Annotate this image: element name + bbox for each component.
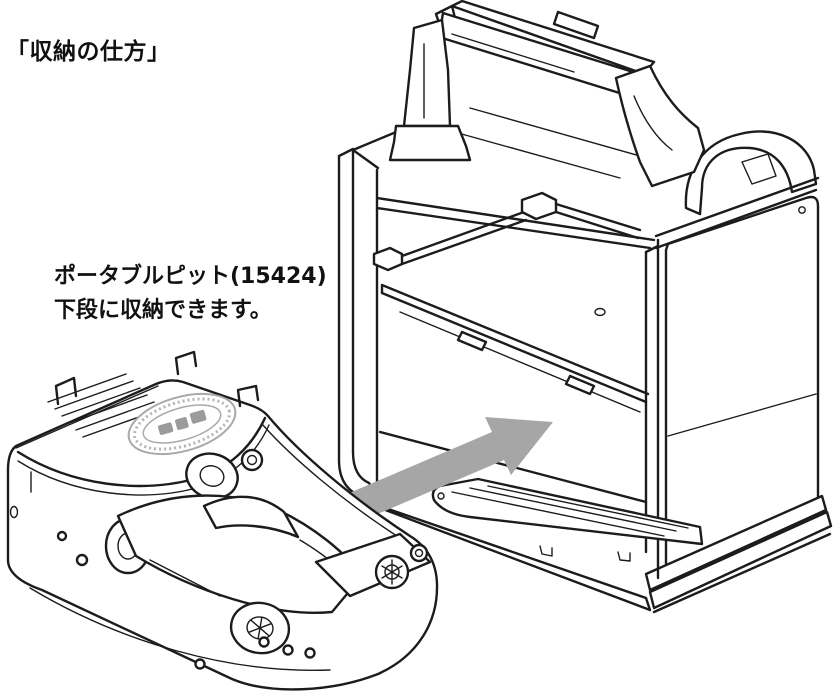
car-wheel-front [229, 601, 291, 655]
roller-disc-large [374, 554, 410, 590]
mini4wd-car [56, 448, 432, 670]
handle-left-leg [402, 18, 452, 128]
screws [56, 530, 316, 670]
car-canopy [202, 495, 300, 539]
handle-right-leg [614, 64, 706, 188]
roller-disc-rear [240, 448, 264, 472]
base-skirt [644, 494, 833, 614]
portable-pit-illustration [6, 350, 439, 691]
carry-handle [388, 0, 706, 188]
case-interior [351, 107, 660, 612]
pit-caption-line2: 下段に収納できます。 [54, 298, 272, 324]
tamiya-stamp [127, 392, 237, 456]
slide-tray [431, 477, 704, 562]
left-wall [337, 147, 381, 501]
lid-clips [54, 350, 260, 408]
car-wheel-rear [185, 452, 239, 500]
pit-caption: ポータブルピット(15424) 下段に収納できます。 [54, 260, 327, 328]
upper-slide-rail [372, 191, 642, 272]
rear-handle [684, 130, 818, 216]
front-bumper [314, 532, 432, 598]
bottom-front-rim [366, 500, 652, 612]
page-title: 「収納の仕方」 [6, 39, 171, 65]
roller-disc-small [409, 543, 429, 563]
storage-case-illustration [337, 0, 833, 614]
pit-caption-line1: ポータブルピット(15424) [54, 264, 327, 289]
insertion-arrow-icon [340, 417, 553, 525]
opening-top-edge [375, 196, 656, 250]
middle-shelf [380, 283, 650, 413]
